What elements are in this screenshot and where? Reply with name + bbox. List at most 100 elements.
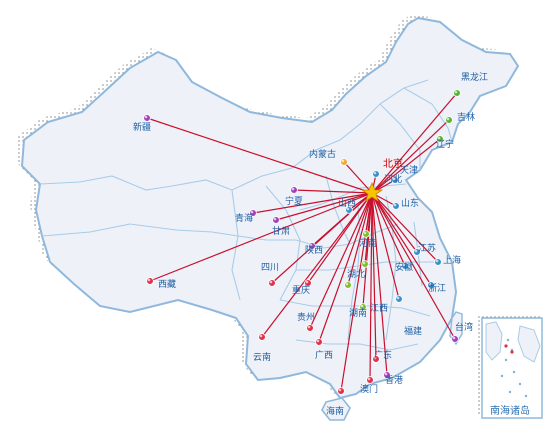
marker-highlight bbox=[273, 217, 277, 221]
marker-neimenggu[interactable] bbox=[340, 158, 348, 166]
label-xinjiang: 新疆 bbox=[133, 121, 151, 133]
label-taiwan: 台湾 bbox=[455, 321, 473, 333]
route-line-anhui bbox=[371, 192, 406, 267]
marker-guangxi[interactable] bbox=[315, 338, 323, 346]
marker-xizang[interactable] bbox=[146, 277, 154, 285]
marker-highlight bbox=[338, 388, 342, 392]
marker-sichuan[interactable] bbox=[268, 279, 276, 287]
route-line-xianggang bbox=[371, 192, 388, 376]
marker-heilongjiang[interactable] bbox=[453, 89, 461, 97]
marker-highlight bbox=[435, 259, 439, 263]
label-shanghai: 上海 bbox=[443, 254, 461, 266]
marker-highlight bbox=[373, 171, 377, 175]
south-china-sea-inset: 南海诸岛 bbox=[481, 317, 543, 419]
marker-hainan[interactable] bbox=[337, 387, 345, 395]
marker-shandong[interactable] bbox=[392, 202, 400, 210]
route-line-gansu bbox=[275, 192, 373, 221]
marker-highlight bbox=[305, 280, 309, 284]
marker-fujian[interactable] bbox=[395, 295, 403, 303]
label-guangxi: 广西 bbox=[315, 349, 333, 361]
marker-hebei[interactable] bbox=[372, 170, 380, 178]
label-shaanxi: 陕西 bbox=[305, 244, 323, 256]
marker-highlight bbox=[307, 325, 311, 329]
marker-yunnan[interactable] bbox=[258, 333, 266, 341]
marker-henan[interactable] bbox=[362, 230, 370, 238]
label-henan: 河南 bbox=[359, 237, 377, 249]
route-line-taiwan bbox=[371, 192, 456, 340]
label-tianjin: 天津 bbox=[400, 165, 418, 176]
label-shanxi: 山西 bbox=[338, 198, 356, 209]
marker-highlight bbox=[269, 280, 273, 284]
route-line-jiangxi bbox=[362, 192, 373, 308]
label-xianggang: 香港 bbox=[385, 374, 403, 386]
marker-highlight bbox=[316, 339, 320, 343]
hub-label: 北京 bbox=[383, 157, 403, 170]
route-line-sichuan bbox=[271, 192, 373, 284]
label-fujian: 福建 bbox=[404, 325, 422, 337]
route-line-shanghai bbox=[371, 192, 439, 263]
marker-aomen[interactable] bbox=[366, 376, 374, 384]
marker-highlight bbox=[341, 159, 345, 163]
marker-highlight bbox=[414, 249, 418, 253]
label-aomen: 澳门 bbox=[360, 383, 378, 395]
province-labels: 黑龙江吉林辽宁内蒙古天津河北山东山西新疆宁夏青海甘肃陕西西藏四川重庆贵州云南广西… bbox=[133, 71, 488, 417]
marker-shanghai[interactable] bbox=[434, 258, 442, 266]
label-jilin: 吉林 bbox=[457, 111, 475, 123]
marker-guizhou[interactable] bbox=[306, 324, 314, 332]
marker-highlight bbox=[367, 377, 371, 381]
marker-highlight bbox=[147, 278, 151, 282]
marker-highlight bbox=[428, 282, 432, 286]
route-line-xinjiang bbox=[146, 117, 373, 194]
route-line-guangdong bbox=[371, 192, 377, 360]
route-line-aomen bbox=[369, 192, 373, 381]
label-gansu: 甘肃 bbox=[272, 225, 290, 237]
marker-highlight bbox=[384, 372, 388, 376]
marker-highlight bbox=[250, 210, 254, 214]
marker-gansu[interactable] bbox=[272, 216, 280, 224]
label-sichuan: 四川 bbox=[261, 263, 279, 273]
marker-ningxia[interactable] bbox=[290, 186, 298, 194]
province-markers bbox=[143, 89, 461, 395]
marker-highlight bbox=[259, 334, 263, 338]
marker-highlight bbox=[437, 136, 441, 140]
marker-highlight bbox=[363, 231, 367, 235]
china-mainland bbox=[20, 16, 520, 400]
marker-highlight bbox=[402, 263, 406, 267]
marker-taiwan[interactable] bbox=[451, 335, 459, 343]
route-line-jiangsu bbox=[371, 192, 418, 253]
label-anhui: 安徽 bbox=[395, 261, 413, 273]
marker-hunan[interactable] bbox=[344, 281, 352, 289]
marker-hubei[interactable] bbox=[361, 260, 369, 268]
label-chongqing: 重庆 bbox=[292, 284, 310, 296]
route-line-heilongjiang bbox=[371, 92, 458, 194]
label-hebei: 河北 bbox=[384, 173, 402, 185]
marker-highlight bbox=[346, 207, 350, 211]
route-line-guizhou bbox=[309, 192, 373, 329]
marker-highlight bbox=[144, 115, 148, 119]
marker-highlight bbox=[454, 90, 458, 94]
route-line-guangxi bbox=[318, 192, 373, 343]
marker-highlight bbox=[452, 336, 456, 340]
marker-highlight bbox=[345, 282, 349, 286]
marker-highlight bbox=[373, 356, 377, 360]
label-hunan: 湖南 bbox=[349, 307, 367, 319]
route-line-ningxia bbox=[293, 189, 373, 194]
hainan-island bbox=[321, 397, 351, 421]
route-line-jilin bbox=[371, 119, 450, 194]
label-hainan: 海南 bbox=[326, 405, 344, 417]
label-ningxia: 宁夏 bbox=[285, 195, 303, 207]
marker-jilin[interactable] bbox=[445, 116, 453, 124]
label-shandong: 山东 bbox=[401, 197, 419, 209]
inset-label: 南海诸岛 bbox=[490, 404, 530, 417]
route-line-hunan bbox=[347, 192, 373, 286]
marker-highlight bbox=[392, 177, 396, 181]
marker-highlight bbox=[309, 243, 313, 247]
label-guizhou: 贵州 bbox=[297, 311, 315, 323]
marker-xinjiang[interactable] bbox=[143, 114, 151, 122]
label-liaoning: 辽宁 bbox=[436, 138, 454, 150]
label-heilongjiang: 黑龙江 bbox=[461, 71, 488, 83]
marker-highlight bbox=[393, 203, 397, 207]
marker-highlight bbox=[360, 304, 364, 308]
beijing-hub-star-icon bbox=[360, 181, 384, 202]
